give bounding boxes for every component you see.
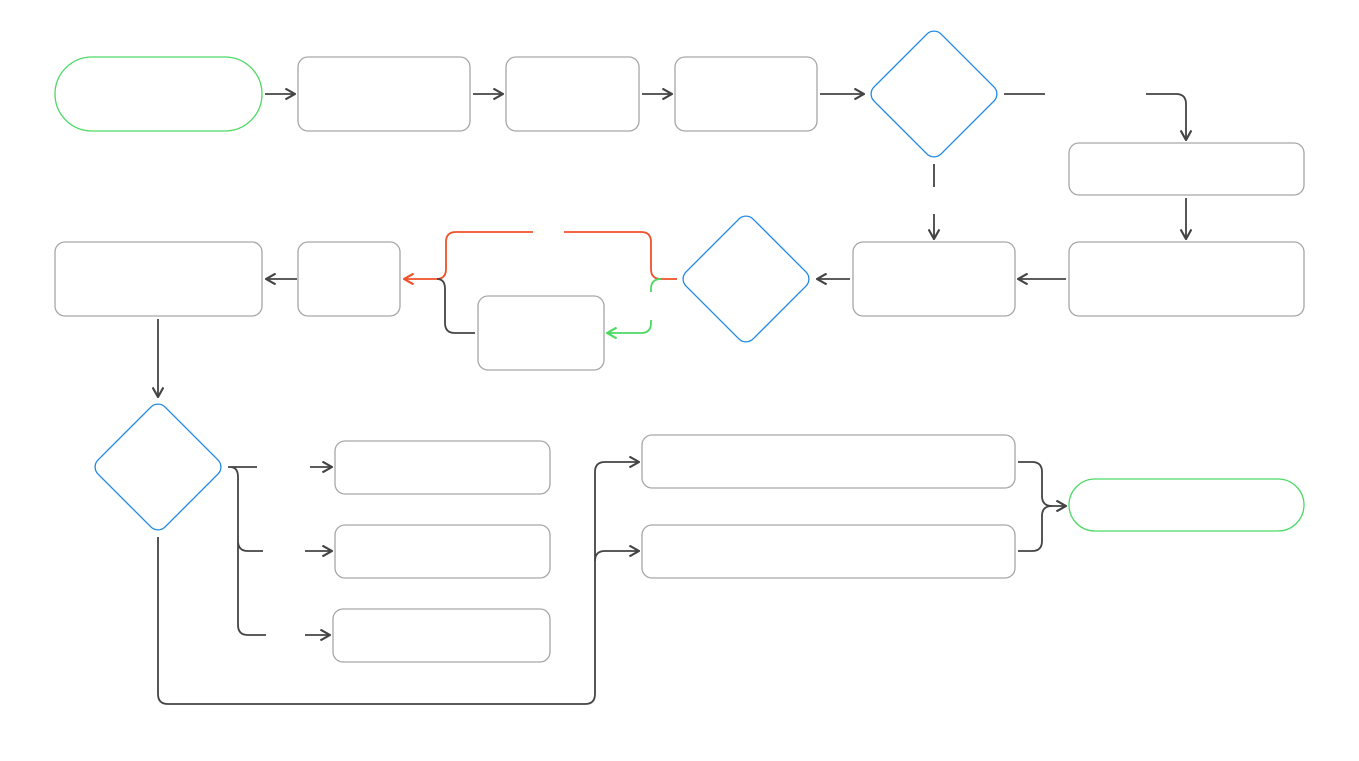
edge-p7-p8 bbox=[436, 278, 475, 334]
edge-d2-p7-yes-a bbox=[650, 278, 662, 292]
process-node-13[interactable] bbox=[641, 434, 1016, 489]
start-terminal[interactable] bbox=[54, 56, 263, 132]
process-node-9[interactable] bbox=[54, 241, 263, 317]
edge-d3-p13 bbox=[594, 462, 639, 561]
decision-node-2[interactable] bbox=[679, 212, 813, 346]
edge-d3-branch bbox=[228, 466, 266, 636]
end-terminal[interactable] bbox=[1068, 478, 1305, 532]
process-node-12[interactable] bbox=[332, 608, 551, 663]
process-node-5[interactable] bbox=[1068, 241, 1305, 317]
process-node-7[interactable] bbox=[477, 295, 605, 371]
edge-d2-p7-yes-b bbox=[607, 320, 652, 333]
process-node-10[interactable] bbox=[334, 440, 551, 495]
edge-d2-p8-no-b bbox=[404, 231, 533, 279]
process-node-2[interactable] bbox=[505, 56, 640, 132]
process-node-11[interactable] bbox=[334, 524, 551, 579]
process-node-14[interactable] bbox=[641, 524, 1016, 579]
decision-node-3[interactable] bbox=[91, 400, 225, 534]
process-node-6[interactable] bbox=[852, 241, 1016, 317]
process-node-8[interactable] bbox=[297, 241, 401, 317]
edge-p14-end bbox=[1018, 505, 1053, 552]
edges bbox=[157, 93, 1186, 705]
process-node-4[interactable] bbox=[1068, 142, 1305, 196]
edge-d1-p4-b bbox=[1146, 93, 1186, 140]
nodes bbox=[54, 27, 1305, 663]
process-node-1[interactable] bbox=[297, 56, 471, 132]
edge-d3-p14 bbox=[157, 537, 639, 705]
edge-p13-end bbox=[1018, 461, 1066, 506]
decision-node-1[interactable] bbox=[867, 27, 1001, 161]
process-node-3[interactable] bbox=[674, 56, 818, 132]
edge-d2-p8-no-a bbox=[564, 231, 677, 280]
